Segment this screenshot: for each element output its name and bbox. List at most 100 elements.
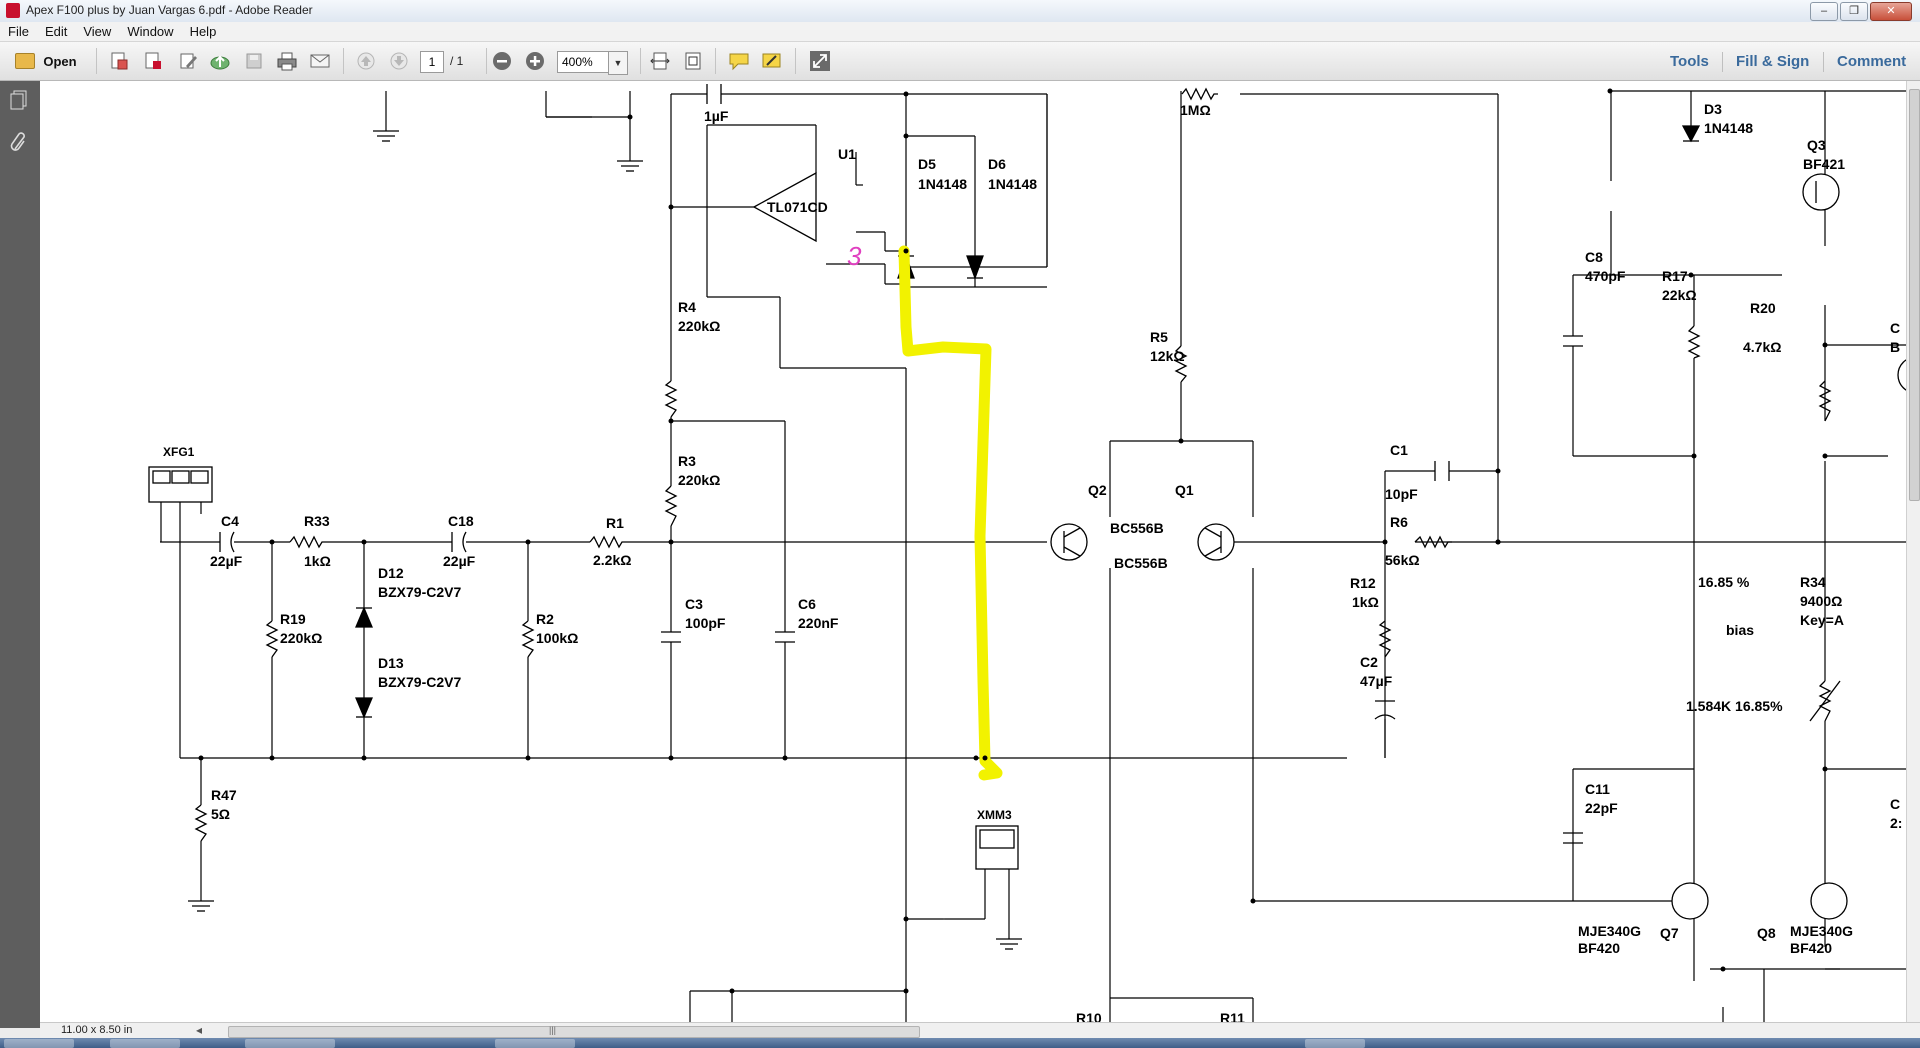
label-d5: D5 xyxy=(918,156,936,172)
fit-width-icon[interactable] xyxy=(648,49,672,73)
label-xmm3: XMM3 xyxy=(977,808,1012,822)
close-button[interactable]: ✕ xyxy=(1870,2,1912,21)
highlight-annotation[interactable] xyxy=(898,245,1003,781)
value-c3: 100pF xyxy=(685,615,726,631)
value-r12: 1kΩ xyxy=(1352,594,1379,610)
value-d13: BZX79-C2V7 xyxy=(378,674,461,690)
windows-taskbar xyxy=(0,1038,1920,1048)
label-r34: R34 xyxy=(1800,574,1826,590)
value-r47: 5Ω xyxy=(211,806,230,822)
taskbar-item[interactable] xyxy=(245,1039,335,1048)
toolbar-divider xyxy=(96,48,97,74)
value-d12: BZX79-C2V7 xyxy=(378,584,461,600)
label-q2: Q2 xyxy=(1088,482,1107,498)
menu-edit[interactable]: Edit xyxy=(44,24,68,39)
menu-window[interactable]: Window xyxy=(127,24,174,39)
navigation-panel xyxy=(0,81,40,1028)
label-r12: R12 xyxy=(1350,575,1376,591)
attachments-icon[interactable] xyxy=(9,131,29,153)
label-r2: R2 xyxy=(536,611,554,627)
annotation-marker-3: 3 xyxy=(847,241,862,271)
previous-page-icon[interactable] xyxy=(354,49,378,73)
tools-pane-button[interactable]: Tools xyxy=(1670,53,1709,70)
menu-file[interactable]: File xyxy=(8,24,29,39)
fit-page-icon[interactable] xyxy=(681,49,705,73)
taskbar-item[interactable] xyxy=(1305,1039,1365,1048)
value-q8-alt: BF420 xyxy=(1790,940,1832,956)
taskbar-item[interactable] xyxy=(495,1039,575,1048)
adobe-reader-icon xyxy=(6,3,20,18)
cloud-upload-icon[interactable] xyxy=(208,49,232,73)
create-pdf-icon[interactable] xyxy=(107,49,131,73)
maximize-button[interactable]: ❐ xyxy=(1840,2,1868,21)
taskbar-start[interactable] xyxy=(4,1039,74,1048)
print-icon[interactable] xyxy=(275,49,299,73)
export-pdf-icon[interactable] xyxy=(141,49,165,73)
label-bias: bias xyxy=(1726,622,1754,638)
key-r34: Key=A xyxy=(1800,612,1844,628)
value-c2: 47µF xyxy=(1360,673,1393,689)
toolbar-divider xyxy=(343,48,344,74)
value-r20: 4.7kΩ xyxy=(1743,339,1781,355)
label-r19: R19 xyxy=(280,611,306,627)
value-c4: 22µF xyxy=(210,553,243,569)
full-screen-icon[interactable] xyxy=(808,49,832,73)
menu-view[interactable]: View xyxy=(83,24,112,39)
schematic-diagram: XFG1 C4 22µF R33 1kΩ R19 220kΩ D12 BZX79… xyxy=(148,84,1906,1023)
pot-percent: 16.85 % xyxy=(1698,574,1750,590)
label-c8: C8 xyxy=(1585,249,1603,265)
value-q7-alt: BF420 xyxy=(1578,940,1620,956)
label-r4: R4 xyxy=(678,299,696,315)
schematic-nodes xyxy=(198,88,1828,994)
label-c6: C6 xyxy=(798,596,816,612)
value-r34: 9400Ω xyxy=(1800,593,1842,609)
document-view[interactable]: XFG1 C4 22µF R33 1kΩ R19 220kΩ D12 BZX79… xyxy=(40,81,1906,1023)
menu-help[interactable]: Help xyxy=(189,24,217,39)
value-c11: 22pF xyxy=(1585,800,1618,816)
zoom-level-input[interactable]: 400% xyxy=(557,51,611,73)
minimize-button[interactable]: – xyxy=(1810,2,1838,21)
label-r6: R6 xyxy=(1390,514,1408,530)
label-r5: R5 xyxy=(1150,329,1168,345)
value-r6: 56kΩ xyxy=(1385,552,1420,568)
page-thumbnails-icon[interactable] xyxy=(9,89,29,111)
label-c1: C1 xyxy=(1390,442,1408,458)
comment-pane-button[interactable]: Comment xyxy=(1837,53,1907,70)
menu-bar: File Edit View Window Help xyxy=(0,22,1920,42)
label-r33: R33 xyxy=(304,513,330,529)
zoom-out-icon[interactable] xyxy=(490,49,514,73)
value-c6: 220nF xyxy=(798,615,839,631)
label-c2: C2 xyxy=(1360,654,1378,670)
taskbar-item[interactable] xyxy=(110,1039,180,1048)
vertical-scroll-thumb[interactable] xyxy=(1909,89,1920,501)
schematic-wires xyxy=(160,183,1906,901)
zoom-in-icon[interactable] xyxy=(523,49,547,73)
edit-pdf-icon[interactable] xyxy=(176,49,200,73)
zoom-dropdown-arrow[interactable]: ▼ xyxy=(608,51,628,75)
scroll-left-arrow[interactable]: ◂ xyxy=(196,1023,203,1037)
bias-values: 1.584K 16.85% xyxy=(1686,698,1783,714)
label-r1: R1 xyxy=(606,515,624,531)
save-icon[interactable] xyxy=(242,49,266,73)
value-r17: 22kΩ xyxy=(1662,287,1697,303)
label-u1: U1 xyxy=(838,146,856,162)
page-number-input[interactable]: 1 xyxy=(420,51,444,73)
open-button[interactable]: Open xyxy=(8,49,84,73)
label-xfg1: XFG1 xyxy=(163,445,195,459)
label-r11: R11 xyxy=(1220,1010,1245,1023)
label-c18: C18 xyxy=(448,513,474,529)
next-page-icon[interactable] xyxy=(387,49,411,73)
email-icon[interactable] xyxy=(308,49,332,73)
label-r3: R3 xyxy=(678,453,696,469)
label-r10: R10 xyxy=(1076,1010,1102,1023)
toolbar: Open 1 / 1 400% ▼ xyxy=(0,42,1920,81)
fill-sign-pane-button[interactable]: Fill & Sign xyxy=(1736,53,1810,70)
window-title: Apex F100 plus by Juan Vargas 6.pdf - Ad… xyxy=(26,3,313,17)
folder-icon xyxy=(15,53,36,69)
label-d13: D13 xyxy=(378,655,404,671)
sticky-note-icon[interactable] xyxy=(727,49,751,73)
highlight-icon[interactable] xyxy=(760,49,784,73)
horizontal-scrollbar[interactable]: ||| xyxy=(228,1025,920,1038)
vertical-scrollbar[interactable] xyxy=(1906,81,1920,1023)
label-d3: D3 xyxy=(1704,101,1722,117)
